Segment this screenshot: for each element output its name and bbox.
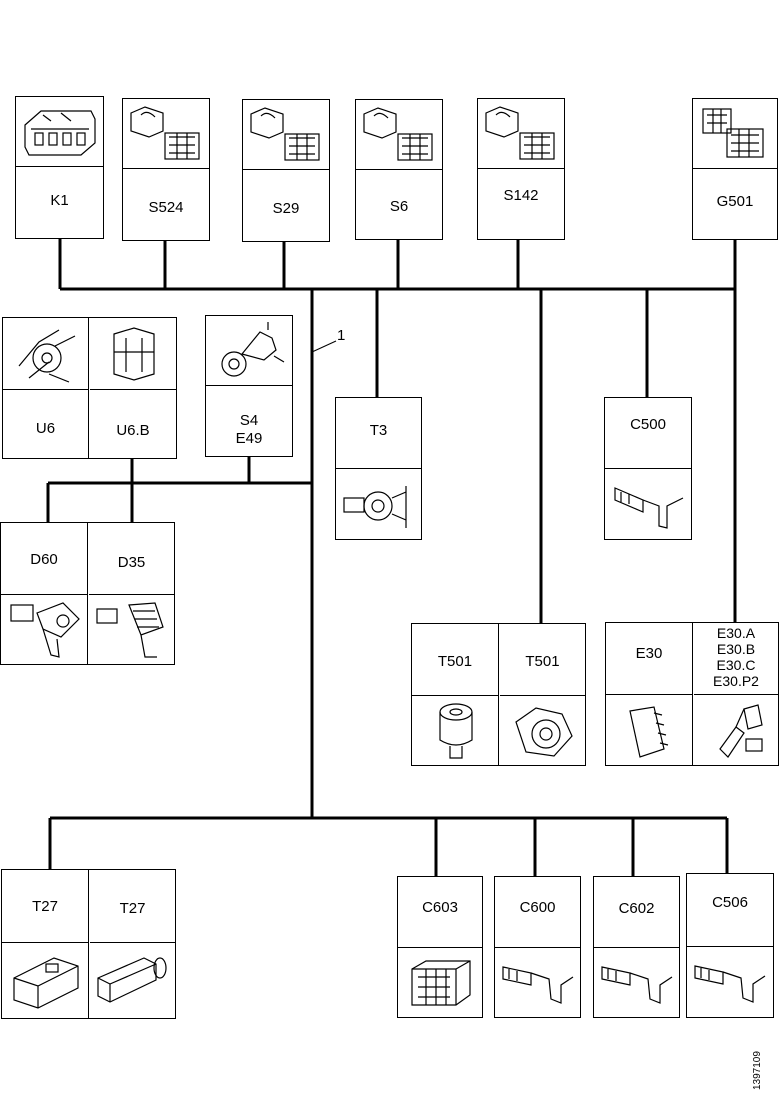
plug-connector-icon [10, 602, 80, 658]
switch-connector-icon [130, 106, 200, 160]
label-E30P2: E30.P2 [713, 673, 759, 689]
plug-connector-icon [97, 957, 167, 1003]
plug-connector-icon [96, 602, 164, 658]
label-U6B: U6.B [116, 422, 150, 439]
connector-T27-group[interactable]: T27 T27 [1, 869, 176, 1019]
connector-T3[interactable]: T3 [335, 397, 422, 540]
housing-connector-icon [113, 327, 155, 381]
label-T501a: T501 [437, 653, 473, 670]
ignition-switch-icon [221, 322, 285, 377]
label-D35: D35 [117, 554, 146, 571]
round-connector-icon [515, 707, 573, 757]
terminal-pin-icon [502, 966, 574, 1004]
connector-C602[interactable]: C602 [593, 876, 680, 1018]
label-S4: S4 [239, 412, 259, 429]
label-S142: S142 [503, 187, 539, 204]
connector-U6-group[interactable]: U6 U6.B [2, 317, 177, 459]
pressure-switch-icon [343, 486, 407, 528]
connector-S29[interactable]: S29 [242, 99, 330, 242]
sensor-assembly-icon [18, 329, 76, 383]
switch-connector-icon [485, 106, 555, 160]
label-C602: C602 [618, 900, 655, 917]
terminal-pin-icon [614, 487, 684, 529]
label-E30C: E30.C [716, 657, 756, 673]
module-connector-icon [629, 706, 669, 758]
connector-C603[interactable]: C603 [397, 876, 483, 1018]
pressure-sensor-icon [439, 703, 473, 759]
multi-pin-connector-icon [411, 960, 471, 1006]
label-E30: E30 [635, 645, 663, 662]
label-T27b: T27 [119, 900, 146, 917]
connector-K1[interactable]: K1 [15, 96, 104, 239]
connector-S524[interactable]: S524 [122, 98, 210, 241]
label-G501: G501 [716, 193, 754, 210]
terminal-pin-icon [601, 966, 673, 1004]
document-id: 1397109 [752, 1051, 763, 1090]
label-C506: C506 [712, 894, 748, 911]
label-T3: T3 [369, 422, 388, 439]
label-D60: D60 [30, 551, 58, 568]
label-C500: C500 [630, 416, 666, 433]
callout-1: 1 [337, 327, 346, 344]
label-S6: S6 [389, 198, 409, 215]
connector-S4-E49[interactable]: S4 E49 [205, 315, 293, 457]
label-C600: C600 [519, 899, 556, 916]
label-K1: K1 [50, 192, 69, 209]
connector-G501[interactable]: G501 [692, 98, 778, 240]
connector-C500[interactable]: C500 [604, 397, 692, 540]
connector-D60-D35[interactable]: D60 D35 [0, 522, 175, 665]
multi-pin-connector-icon [702, 108, 764, 158]
connector-C600[interactable]: C600 [494, 876, 581, 1018]
connector-E30-group[interactable]: E30 E30.A E30.B E30.C E30.P2 [605, 622, 779, 766]
connector-S142[interactable]: S142 [477, 98, 565, 240]
switch-connector-icon [363, 107, 433, 161]
terminal-pin-icon [694, 965, 766, 1003]
label-T501b: T501 [525, 653, 560, 670]
housing-connector-icon [13, 957, 79, 1009]
label-S29: S29 [272, 200, 300, 217]
connector-C506[interactable]: C506 [686, 873, 774, 1018]
switch-connector-icon [250, 107, 320, 161]
label-E30B: E30.B [716, 641, 756, 657]
label-S524: S524 [148, 199, 184, 216]
label-T27a: T27 [32, 898, 58, 915]
relay-block-icon [24, 110, 96, 156]
connector-T501-group[interactable]: T501 T501 [411, 623, 586, 766]
multi-plug-icon [719, 704, 763, 758]
connector-S6[interactable]: S6 [355, 99, 443, 240]
label-U6: U6 [35, 420, 56, 437]
label-C603: C603 [422, 899, 458, 916]
label-E30A: E30.A [716, 625, 756, 641]
label-E49: E49 [235, 430, 263, 447]
